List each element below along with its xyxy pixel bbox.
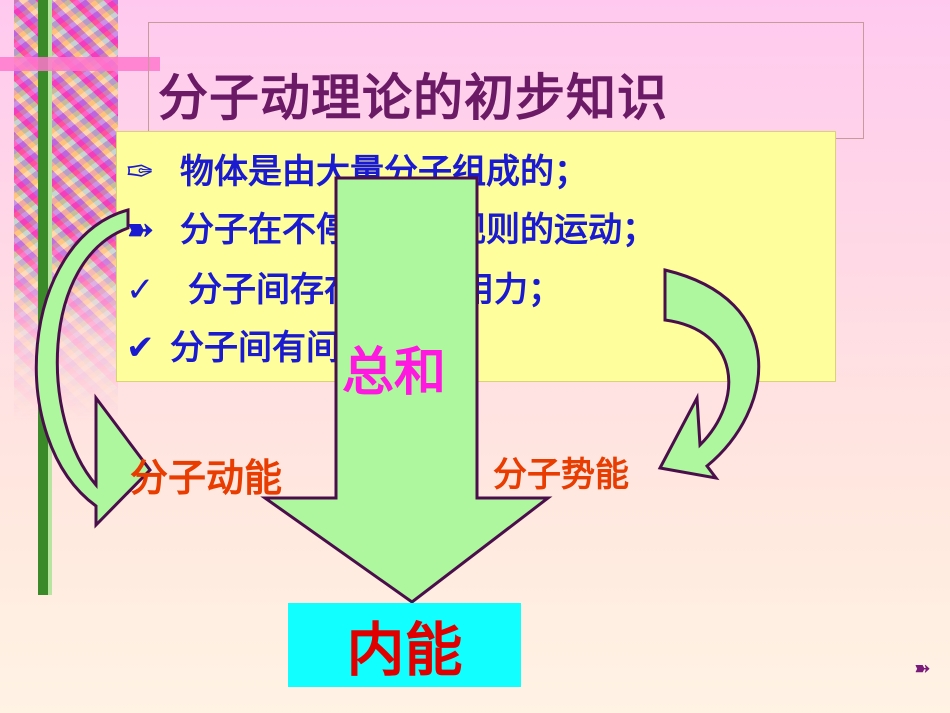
next-slide-arrow-icon[interactable]: ➽: [914, 656, 931, 680]
internal-energy-label: 内能: [346, 616, 463, 684]
arrow-bullet-icon: ➽: [126, 210, 155, 250]
big-down-arrow: [260, 176, 553, 604]
heavy-check-bullet-icon: ✔: [126, 328, 155, 368]
decorative-green-bar: [38, 0, 48, 595]
internal-energy-box: 内能: [288, 603, 521, 687]
left-curved-arrow: [34, 208, 152, 529]
potential-energy-label: 分子势能: [493, 455, 629, 495]
curl-bullet-icon: ✑: [126, 152, 155, 192]
right-curved-arrow: [657, 268, 761, 481]
kinetic-energy-label: 分子动能: [130, 456, 283, 500]
slide-title: 分子动理论的初步知识: [158, 69, 668, 127]
decorative-pink-line: [0, 57, 160, 71]
check-bullet-icon: ✓: [126, 270, 155, 310]
total-label: 总和: [342, 343, 447, 403]
